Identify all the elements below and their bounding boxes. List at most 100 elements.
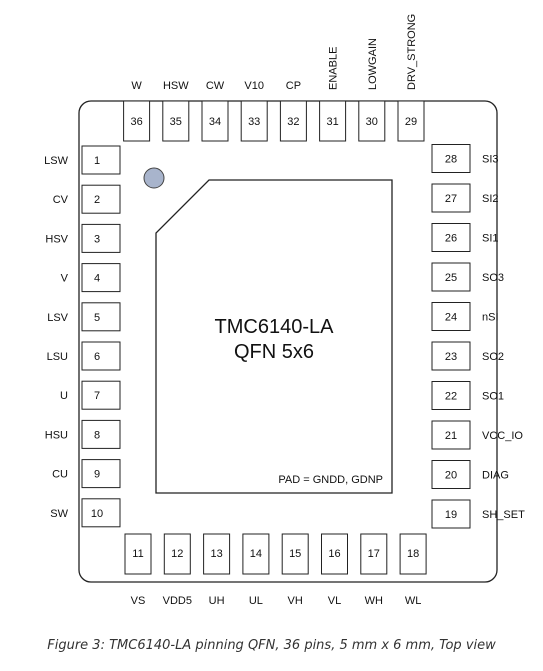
pin-pad-36: [123, 100, 151, 142]
pin-name: CU: [52, 469, 68, 481]
pin-name: U: [60, 390, 68, 402]
pin-name: HSV: [45, 233, 68, 245]
pin-number: 24: [445, 312, 457, 324]
pin-number: 30: [366, 116, 378, 128]
pin-number: 15: [289, 548, 301, 560]
pinout-diagram: TMC6140-LA QFN 5x6 PAD = GNDD, GDNP 1LSW…: [44, 14, 525, 607]
pin-number: 32: [287, 116, 299, 128]
pin-name: HSU: [45, 429, 68, 441]
pin-number: 3: [94, 233, 100, 245]
pin-name: WH: [365, 595, 383, 607]
pin-name: LOWGAIN: [367, 38, 379, 90]
pin-number: 1: [94, 155, 100, 167]
pin-pad-15: [281, 533, 309, 575]
pin-pad-2: [81, 184, 121, 214]
pin-name: VDD5: [163, 595, 192, 607]
pin-number: 9: [94, 469, 100, 481]
pin-pad-7: [81, 380, 121, 410]
pin-pad-25: [431, 262, 471, 292]
exposed-pad: [155, 179, 393, 494]
pin-pad-34: [201, 100, 229, 142]
pin-name: WL: [405, 595, 422, 607]
pin-number: 29: [405, 116, 417, 128]
pin-number: 25: [445, 272, 457, 284]
pin-number: 17: [368, 548, 380, 560]
pin-name: LSV: [47, 312, 68, 324]
pin-name: LSU: [47, 351, 68, 363]
pin-name: DRV_STRONG: [406, 14, 418, 90]
pin-pad-27: [431, 183, 471, 213]
pin-pad-9: [81, 459, 121, 489]
pin-pad-12: [163, 533, 191, 575]
pin-pad-17: [360, 533, 388, 575]
pin-number: 34: [209, 116, 221, 128]
pin-number: 4: [94, 273, 100, 285]
pin-name: CV: [53, 194, 69, 206]
pad-label: PAD = GNDD, GDNP: [278, 474, 383, 486]
pin-pad-1: [81, 145, 121, 175]
pin-name: CP: [286, 80, 301, 92]
pin-pad-28: [431, 144, 471, 173]
pin-number: 28: [445, 154, 457, 166]
pin-number: 2: [94, 194, 100, 206]
pin-name: UH: [209, 595, 225, 607]
pin-name: LSW: [44, 155, 68, 167]
pin-pad-24: [431, 302, 471, 331]
pin-pad-16: [321, 533, 348, 575]
pin-number: 14: [250, 548, 262, 560]
pin-name: VS: [131, 595, 146, 607]
pin-name: VCC_IO: [482, 430, 523, 442]
pin-number: 26: [445, 233, 457, 245]
pin-number: 5: [94, 312, 100, 324]
pin-name: SH_SET: [482, 509, 525, 521]
pin-number: 13: [210, 548, 222, 560]
pin-pad-35: [162, 100, 190, 142]
pin-number: 23: [445, 351, 457, 363]
pin-pad-10: [81, 498, 121, 528]
pin-pad-31: [319, 100, 347, 142]
pin-pad-11: [124, 533, 152, 575]
pin-number: 21: [445, 430, 457, 442]
figure-caption: Figure 3: TMC6140-LA pinning QFN, 36 pin…: [47, 638, 496, 653]
chip-package: QFN 5x6: [234, 341, 314, 363]
pin-name: SW: [50, 508, 68, 520]
chip-name: TMC6140-LA: [215, 316, 335, 338]
pin-name: SO2: [482, 351, 504, 363]
pin-number: 8: [94, 429, 100, 441]
pin-number: 6: [94, 351, 100, 363]
pin-pad-6: [81, 341, 121, 371]
pin-number: 27: [445, 193, 457, 205]
pin-number: 22: [445, 391, 457, 403]
pin-number: 16: [328, 548, 340, 560]
pin-pad-26: [431, 223, 471, 252]
pin-name: SI3: [482, 154, 499, 166]
pin-name: CW: [206, 80, 225, 92]
pin-name: nSI: [482, 312, 499, 324]
pin-name: SI2: [482, 193, 499, 205]
pin-pad-23: [431, 341, 471, 371]
pin-pad-20: [431, 460, 471, 489]
pin-number: 7: [94, 390, 100, 402]
pin-name: SO1: [482, 391, 504, 403]
pin-name: VH: [288, 595, 303, 607]
pin-name: DIAG: [482, 470, 509, 482]
pin-pad-8: [81, 419, 121, 449]
pin-name: HSW: [163, 80, 189, 92]
pin-name: VL: [328, 595, 341, 607]
pin-pad-33: [240, 100, 268, 142]
pin-pad-32: [279, 100, 307, 142]
pin-name: SO3: [482, 272, 504, 284]
pin-number: 10: [91, 508, 103, 520]
pin-pad-3: [81, 223, 121, 253]
pin-pad-29: [397, 100, 425, 142]
pin-name: UL: [249, 595, 263, 607]
pin-number: 33: [248, 116, 260, 128]
pin-number: 11: [132, 548, 143, 560]
pin-name: W: [131, 80, 142, 92]
pin-pad-22: [431, 381, 471, 410]
pin-number: 12: [171, 548, 183, 560]
pin1-marker: [143, 167, 165, 189]
pin-pad-21: [431, 420, 471, 450]
pin-number: 19: [445, 509, 457, 521]
